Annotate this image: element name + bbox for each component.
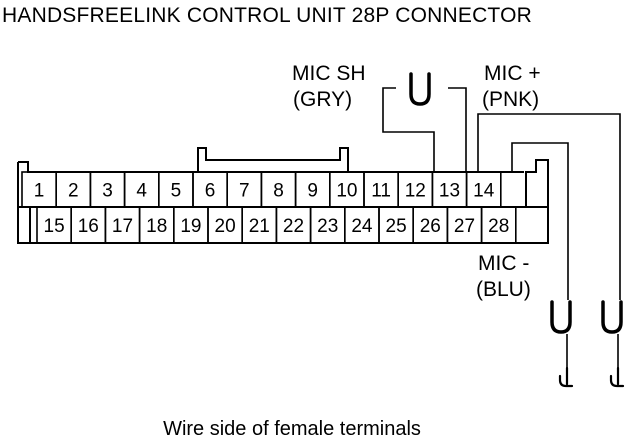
wire-mic-plus (477, 113, 621, 300)
pin-top-label: 9 (307, 181, 318, 202)
pin-bottom-label: 25 (386, 216, 407, 237)
mic-plus-label: MIC + (484, 62, 541, 85)
mic-plus-color: (PNK) (482, 88, 539, 111)
pin-top-label: 6 (205, 181, 216, 202)
mic-plus-terminal-icon (601, 300, 623, 334)
pin-top-label: 1 (34, 181, 45, 202)
pin-bottom-label: 21 (249, 216, 270, 237)
pin-top-label: 14 (473, 181, 495, 202)
pin-top-label: 13 (439, 181, 460, 202)
pin-bottom-label: 20 (215, 216, 236, 237)
wire-mic-minus (511, 142, 569, 300)
pin-top-label: 2 (68, 181, 79, 202)
wire-mic-sh (382, 87, 435, 172)
pin-bottom-label: 19 (180, 216, 201, 237)
pin-bottom-label: 16 (78, 216, 99, 237)
pin-bottom-label: 26 (420, 216, 441, 237)
mic-sh-color: (GRY) (293, 88, 352, 111)
wire-mic-sh-shield (448, 87, 467, 172)
mic-minus-plug-icon (558, 366, 574, 388)
pin-top-label: 11 (371, 181, 391, 202)
pin-top-label: 7 (239, 181, 250, 202)
pin-bottom-label: 27 (454, 216, 475, 237)
mic-plus-plug-icon (609, 366, 625, 388)
pin-bottom-label: 28 (488, 216, 509, 237)
mic-sh-terminal-icon (409, 72, 431, 106)
pin-bottom-cell (480, 206, 517, 244)
pin-top-label: 5 (171, 181, 182, 202)
bottom-row-cells: 15 16 17 18 19 20 21 22 23 24 25 26 27 28 (36, 206, 517, 244)
diagram-caption: Wire side of female terminals (163, 418, 421, 440)
pin-top-label: 3 (102, 181, 113, 202)
pin-top-label: 10 (336, 181, 357, 202)
mic-minus-terminal-icon (550, 300, 572, 334)
pin-bottom-label: 24 (351, 216, 373, 237)
pin-bottom-label: 18 (146, 216, 167, 237)
mic-minus-label: MIC - (478, 252, 529, 275)
connector-latch (197, 147, 349, 172)
mic-minus-color: (BLU) (476, 278, 531, 301)
pin-bottom-label: 17 (112, 216, 133, 237)
pin-bottom-label: 23 (317, 216, 338, 237)
diagram-title: HANDSFREELINK CONTROL UNIT 28P CONNECTOR (2, 4, 532, 27)
pin-top-label: 8 (273, 181, 284, 202)
mic-sh-label: MIC SH (292, 62, 366, 85)
pin-bottom-label: 15 (44, 216, 65, 237)
pin-top-label: 12 (405, 181, 426, 202)
pin-bottom-label: 22 (283, 216, 304, 237)
pin-top-label: 4 (136, 181, 147, 202)
